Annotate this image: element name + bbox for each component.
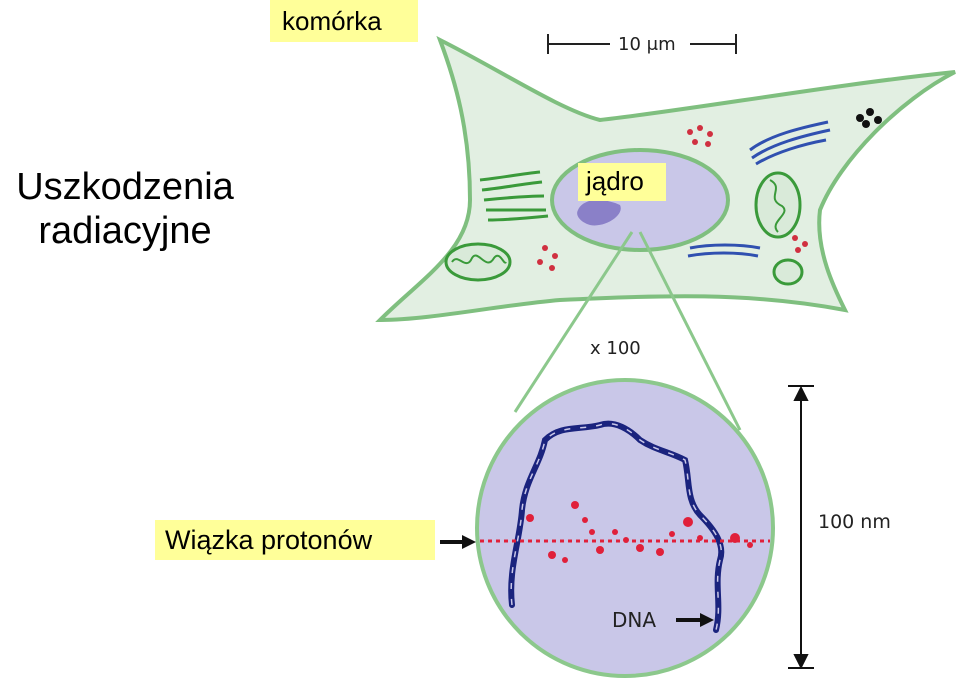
- nucleus-label: jądro: [578, 163, 666, 201]
- dna-arrow: [676, 613, 714, 627]
- dna-label: DNA: [612, 608, 656, 632]
- mitochondrion-right: [754, 171, 802, 239]
- beam-arrow: [440, 535, 476, 549]
- ribosomes: [537, 125, 808, 271]
- proton-beam-label: Wiązka protonów: [155, 520, 435, 560]
- nano-scale-bar: [788, 385, 814, 670]
- centriole: [856, 108, 882, 128]
- slide-title: Uszkodzenia radiacyjne: [0, 165, 250, 253]
- mitochondrion-left: [444, 242, 512, 282]
- vesicle: [772, 258, 804, 286]
- golgi-apparatus-bottom: [687, 243, 761, 258]
- nano-scale-label: 100 nm: [818, 511, 891, 533]
- zoom-lines: [513, 231, 742, 431]
- cell-label: komórka: [270, 0, 418, 42]
- cell-scale-label: 10 μm: [618, 34, 676, 55]
- nucleolus: [577, 200, 621, 226]
- cell-scale-bar: [547, 34, 737, 54]
- dna-strand-highlight: [510, 423, 722, 631]
- golgi-apparatus-top: [749, 120, 831, 166]
- magnified-nucleus: [475, 378, 775, 678]
- title-line-2: radiacyjne: [38, 210, 212, 252]
- title-line-1: Uszkodzenia: [16, 166, 234, 208]
- endoplasmic-reticulum-left: [479, 170, 549, 222]
- proton-track: [480, 501, 770, 563]
- magnification-label: x 100: [590, 338, 641, 359]
